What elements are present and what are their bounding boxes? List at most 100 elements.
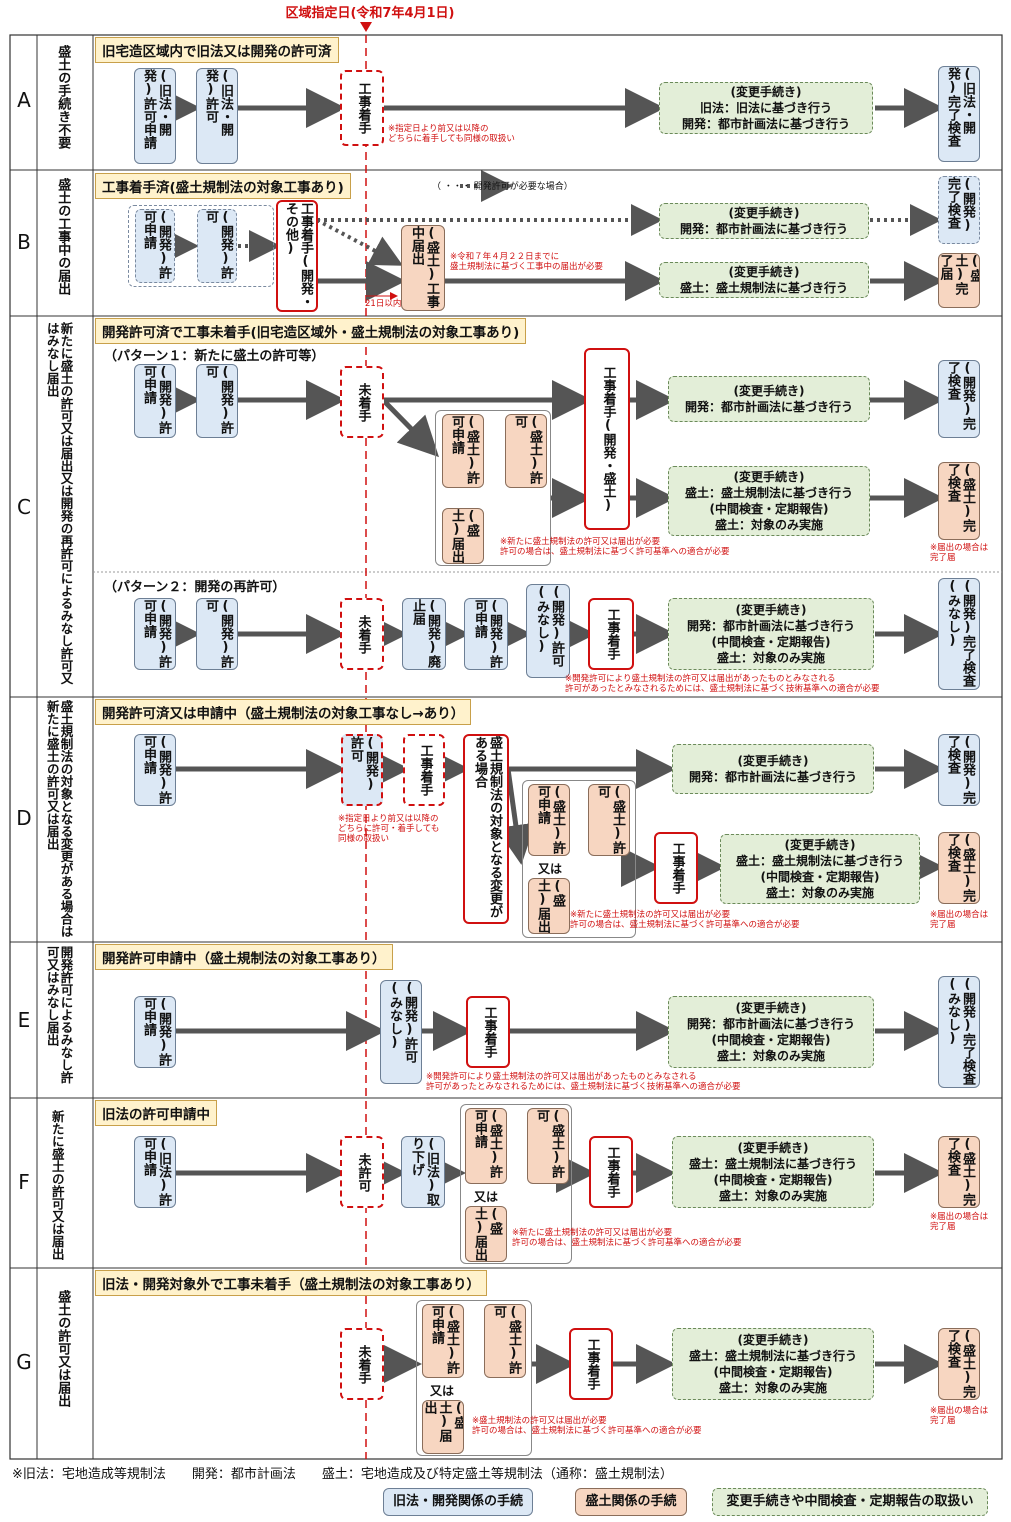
row-f-fill-permit: (盛土)許可 bbox=[527, 1108, 569, 1184]
row-d-g2-2: 盛土：盛土規制法に基づき行う bbox=[735, 853, 904, 868]
row-d-letter: D bbox=[16, 806, 32, 830]
row-d-fill-change: 盛土規制法の対象となる変更がある場合 bbox=[463, 734, 509, 924]
row-d-note-end: ※届出の場合は 完了届 bbox=[930, 910, 988, 930]
row-b-note: ※令和７年４月２２日までに 盛土規制法に基づく工事中の届出が必要 bbox=[450, 252, 603, 272]
row-c-p1-note-end: ※届出の場合は 完了届 bbox=[930, 543, 988, 563]
row-a-title: 旧宅造区域内で旧法又は開発の許可済 bbox=[95, 37, 339, 63]
row-d-dev-completion: (開発)完了検査 bbox=[938, 734, 980, 806]
row-d-title: 開発許可済又は申請中（盛土規制法の対象工事なし→あり） bbox=[95, 699, 472, 725]
abbreviation-legend: ※旧法：宅地造成等規制法 開発：都市計画法 盛土：宅地造成及び特定盛土等規制法（… bbox=[12, 1467, 673, 1482]
row-g-fill-group bbox=[416, 1300, 532, 1456]
row-f-g-2: 盛土：盛土規制法に基づき行う bbox=[688, 1156, 857, 1171]
row-c-p2-construction-start: 工事着手 bbox=[588, 598, 634, 670]
row-c-p1-note-1: ※新たに盛土規制法の許可又は届出が必要 bbox=[500, 537, 661, 547]
row-b-midwork-report: (盛土)工事中届出 bbox=[401, 225, 445, 311]
row-c-p1-not-started: 未着手 bbox=[340, 366, 384, 438]
row-e-completion: (開発)完了検査(みなし) bbox=[938, 976, 980, 1088]
row-f-change: (変更手続き) 盛土：盛土規制法に基づき行う (中間検査・定期報告) 盛土：対象… bbox=[672, 1136, 874, 1208]
row-c-pattern1: （パターン１：新たに盛土の許可等） bbox=[104, 349, 325, 364]
row-c-p1-fill-report: (盛土)届出 bbox=[442, 508, 484, 564]
row-e-change: (変更手続き) 開発：都市計画法に基づき行う (中間検査・定期報告) 盛土：対象… bbox=[668, 996, 874, 1068]
row-d-permit: (開発)許可 bbox=[341, 734, 383, 806]
row-g-note-1: ※盛土規制法の許可又は届出が必要 bbox=[472, 1416, 607, 1426]
row-b-side: 盛土の工事中の届出 bbox=[55, 178, 71, 295]
row-a-permit: (旧法・開発)許可 bbox=[196, 68, 238, 164]
row-g-completion: (盛土)完了検査 bbox=[938, 1328, 980, 1400]
row-b-green1-2: 開発：都市計画法に基づき行う bbox=[679, 222, 848, 236]
row-g-g-2: 盛土：盛土規制法に基づき行う bbox=[688, 1348, 857, 1363]
row-d-note-end-1: ※届出の場合は bbox=[930, 910, 989, 920]
row-c-p2-g-4: 盛土：対象のみ実施 bbox=[716, 651, 825, 666]
row-c-title: 開発許可済で工事未着手(旧宅造区域外・盛土規制法の対象工事あり) bbox=[95, 318, 527, 344]
row-c-p2-not-started: 未着手 bbox=[340, 598, 384, 670]
row-f-note-end: ※届出の場合は 完了届 bbox=[930, 1212, 988, 1232]
row-b-note-1: ※令和７年４月２２日までに bbox=[450, 252, 560, 262]
row-c-p1-note-2: 許可の場合は、盛土規制法に基づく許可基準への適合が必要 bbox=[500, 547, 730, 558]
row-d-g1-2: 開発：都市計画法に基づき行う bbox=[688, 770, 857, 784]
row-c-p2-change: (変更手続き) 開発：都市計画法に基づき行う (中間検査・定期報告) 盛土：対象… bbox=[668, 598, 874, 670]
row-e-title: 開発許可申請中（盛土規制法の対象工事あり） bbox=[95, 944, 393, 970]
row-d-note2: ※新たに盛土規制法の許可又は届出が必要 許可の場合は、盛土規制法に基づく許可基準… bbox=[570, 910, 800, 930]
row-f-fill-application: (盛土)許可申請 bbox=[465, 1108, 507, 1184]
row-c-p1-application: (開発)許可申請 bbox=[134, 364, 176, 438]
row-d-fill-completion: (盛土)完了検査 bbox=[938, 832, 980, 904]
row-d-fill-report: (盛土)届出 bbox=[528, 878, 570, 934]
row-c-p2-completion: (開発)完了検査(みなし) bbox=[938, 578, 980, 690]
row-d-note1-2: どちらに許可・着手しても bbox=[338, 824, 440, 835]
row-f-title: 旧法の許可申請中 bbox=[95, 1100, 217, 1126]
row-f-note-end-1: ※届出の場合は bbox=[930, 1212, 989, 1222]
row-d-g2-3: (中間検査・定期報告) bbox=[760, 870, 880, 884]
row-f-construction-start: 工事着手 bbox=[589, 1136, 633, 1208]
row-d-note1: ※指定日より前又は以降の どちらに許可・着手しても 同様の取扱い bbox=[338, 814, 439, 845]
row-b-dev-group bbox=[128, 205, 274, 287]
row-c-p1-g2-3: (中間検査・定期報告) bbox=[709, 502, 829, 516]
row-f-g-1: (変更手続き) bbox=[737, 1140, 809, 1155]
row-f-withdrawal: (旧法)取り下げ bbox=[401, 1136, 445, 1208]
row-b-change-fill: (変更手続き) 盛土：盛土規制法に基づき行う bbox=[659, 262, 869, 298]
legend-blue: 旧法・開発関係の手続 bbox=[383, 1488, 533, 1516]
row-d-fill-construction-start: 工事着手 bbox=[654, 832, 698, 904]
row-d-note1-1: ※指定日より前又は以降の bbox=[338, 814, 439, 824]
row-b-days: 21日以内 bbox=[365, 299, 402, 309]
row-b-green1-1: (変更手続き) bbox=[728, 205, 800, 220]
row-b-construction-start: 工事着手(開発・その他) bbox=[276, 200, 318, 312]
row-c-p1-g1-2: 開発：都市計画法に基づき行う bbox=[684, 400, 853, 414]
row-f-g-3: (中間検査・定期報告) bbox=[713, 1173, 833, 1187]
row-a-note: ※指定日より前又は以降の どちらに着手しても同様の取扱い bbox=[388, 124, 515, 144]
row-f-letter: F bbox=[18, 1170, 30, 1194]
row-e-g-2: 開発：都市計画法に基づき行う bbox=[686, 1016, 855, 1031]
row-f-note-2: 許可の場合は、盛土規制法に基づく許可基準への適合が必要 bbox=[512, 1238, 742, 1249]
row-c-p2-g-2: 開発：都市計画法に基づき行う bbox=[686, 618, 855, 633]
row-c-p1-construction-start: 工事着手(開発・盛土) bbox=[584, 348, 630, 530]
row-c-p1-fill-application: (盛土)許可申請 bbox=[442, 414, 484, 488]
row-c-p1-fill-completion: (盛土)完了検査 bbox=[938, 462, 980, 540]
row-c-p2-abolition: (開発)廃止届 bbox=[402, 598, 446, 670]
row-c-p2-reapplication: (開発)許可申請 bbox=[464, 598, 508, 670]
row-b-fill-completion: (盛土)完了届 bbox=[938, 253, 980, 308]
row-g-or: 又は bbox=[430, 1384, 455, 1398]
row-b-legend: （ ・・・ 開発許可が必要な場合） bbox=[432, 182, 573, 192]
row-c-p2-note-1: ※開発許可により盛土規制法の許可又は届出があったものとみなされる bbox=[565, 674, 836, 684]
row-g-letter: G bbox=[16, 1350, 32, 1374]
row-c-p1-permit: (開発)許可 bbox=[196, 364, 238, 438]
row-c-p2-note: ※開発許可により盛土規制法の許可又は届出があったものとみなされる 許可があったと… bbox=[565, 674, 880, 694]
row-d-construction-start: 工事着手 bbox=[403, 734, 445, 806]
row-c-p2-g-3: (中間検査・定期報告) bbox=[711, 635, 831, 649]
row-d-g1-1: (変更手続き) bbox=[737, 753, 809, 768]
row-d-note-end-2: 完了届 bbox=[930, 920, 956, 931]
row-c-p1-fill-permit: (盛土)許可 bbox=[505, 414, 547, 488]
row-c-p1-dev-completion: (開発)完了検査 bbox=[938, 360, 980, 438]
row-e-letter: E bbox=[17, 1008, 31, 1032]
row-e-g-4: 盛土：対象のみ実施 bbox=[716, 1049, 825, 1064]
row-a-change-procedure: (変更手続き) 旧法：旧法に基づき行う 開発：都市計画法に基づき行う bbox=[659, 82, 873, 134]
row-e-g-1: (変更手続き) bbox=[735, 1000, 807, 1015]
row-a-application: (旧法・開発)許可申請 bbox=[134, 68, 176, 164]
row-d-g2-4: 盛土：対象のみ実施 bbox=[765, 886, 874, 901]
row-f-or: 又は bbox=[474, 1190, 499, 1204]
row-c-p1-note-end-1: ※届出の場合は bbox=[930, 543, 989, 553]
row-b-green2-1: (変更手続き) bbox=[728, 264, 800, 279]
row-f-application: (旧法)許可申請 bbox=[134, 1136, 176, 1208]
row-f-note-end-2: 完了届 bbox=[930, 1222, 956, 1233]
row-d-or: 又は bbox=[538, 862, 563, 876]
